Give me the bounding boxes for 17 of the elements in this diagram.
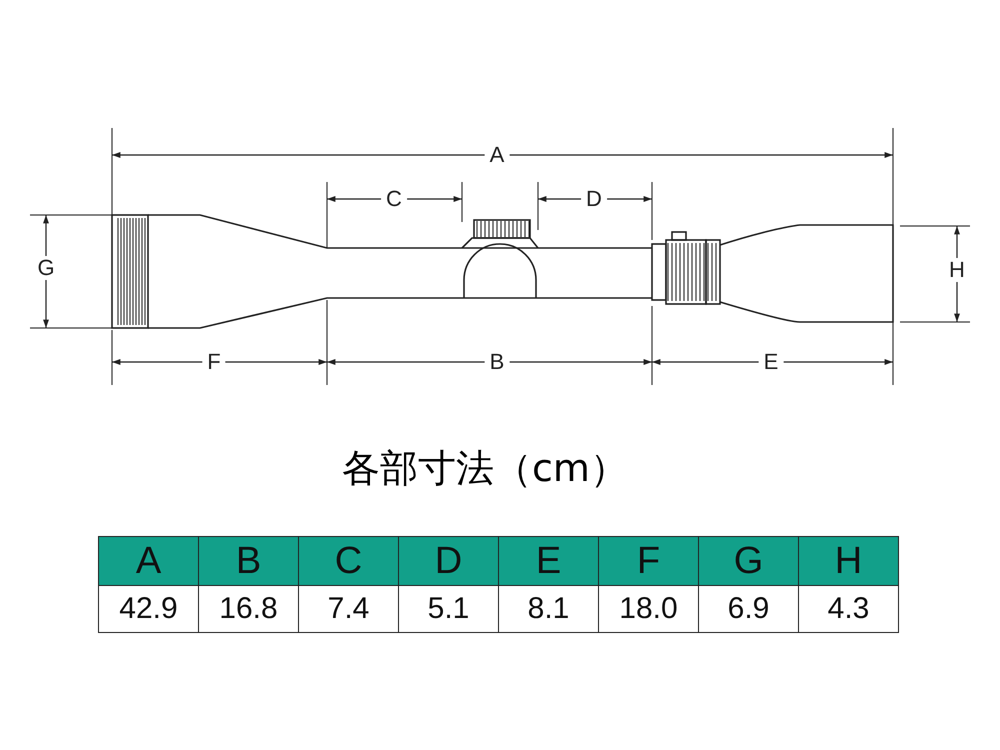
header-cell: A <box>98 536 198 586</box>
header-cell: D <box>398 536 498 586</box>
value-cell: 5.1 <box>398 586 498 632</box>
value-cell: 42.9 <box>98 586 198 632</box>
header-cell: H <box>798 536 898 586</box>
value-cell: 4.3 <box>798 586 898 632</box>
value-cell: 16.8 <box>198 586 298 632</box>
header-cell: F <box>598 536 698 586</box>
header-cell: B <box>198 536 298 586</box>
header-cell: E <box>498 536 598 586</box>
value-cell: 7.4 <box>298 586 398 632</box>
value-cell: 18.0 <box>598 586 698 632</box>
header-cell: C <box>298 536 398 586</box>
value-cell: 6.9 <box>698 586 798 632</box>
value-cell: 8.1 <box>498 586 598 632</box>
caption: 各部寸法（cm） <box>341 445 629 492</box>
header-cell: G <box>698 536 798 586</box>
